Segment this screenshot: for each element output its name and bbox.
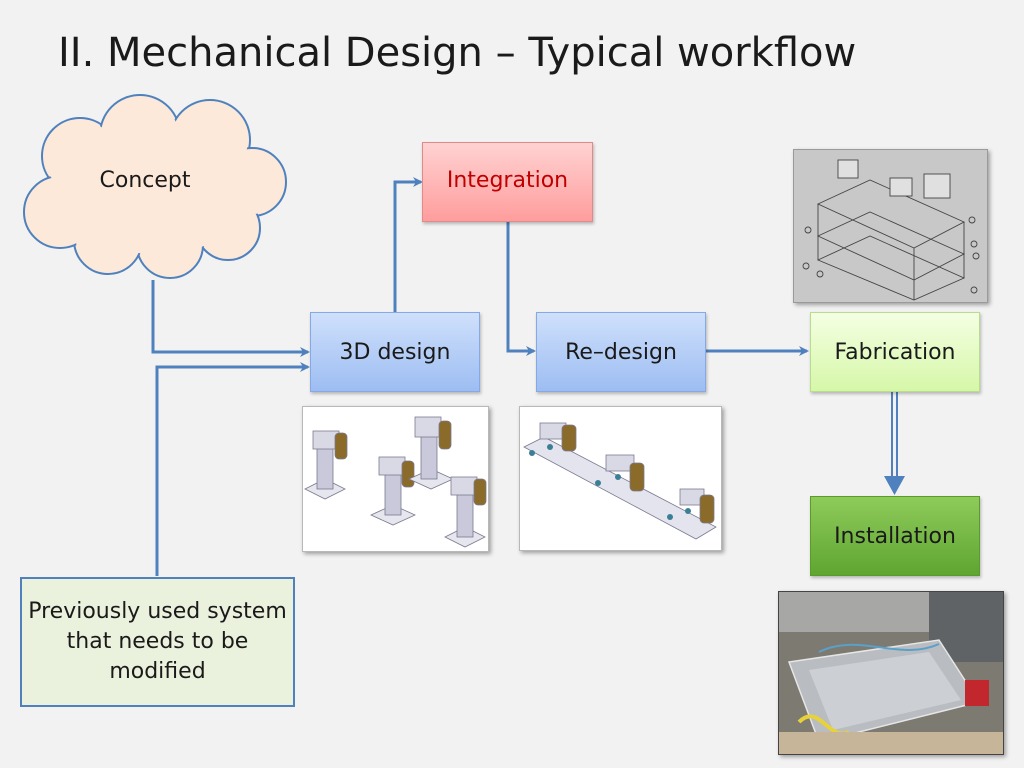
previous-system-label: Previously used system that needs to be …	[28, 599, 287, 684]
redesign-render-image	[519, 406, 722, 551]
concept-label: Concept	[99, 168, 191, 193]
arrow-fabrication-to-installation-head	[884, 476, 905, 495]
redesign-box: Re–design	[536, 312, 706, 392]
fixtures-render-icon	[304, 416, 487, 548]
integration-box: Integration	[422, 142, 593, 222]
redesign-fixture-icon	[523, 422, 717, 540]
installation-photo-icon	[779, 592, 1003, 754]
arrow-concept-to-3d	[151, 280, 310, 357]
installation-label: Installation	[834, 523, 956, 549]
redesign-label: Re–design	[565, 339, 677, 365]
design3d-label: 3D design	[339, 339, 451, 365]
fabrication-label: Fabrication	[834, 339, 956, 365]
design3d-box: 3D design	[310, 312, 480, 392]
assembly-drawing-icon	[802, 159, 980, 301]
design3d-render-image	[302, 406, 489, 552]
integration-label: Integration	[446, 167, 569, 193]
fabrication-box: Fabrication	[810, 312, 980, 392]
installation-box: Installation	[810, 496, 980, 576]
slide-title: II. Mechanical Design – Typical workflow	[58, 30, 857, 76]
arrow-previous-to-3d	[155, 362, 310, 576]
arrow-integration-to-redesign	[506, 222, 536, 356]
fabrication-drawing-image	[793, 149, 988, 303]
installation-photo-image	[778, 591, 1004, 755]
arrow-3d-to-integration	[393, 177, 423, 312]
previous-system-box: Previously used system that needs to be …	[20, 577, 295, 707]
